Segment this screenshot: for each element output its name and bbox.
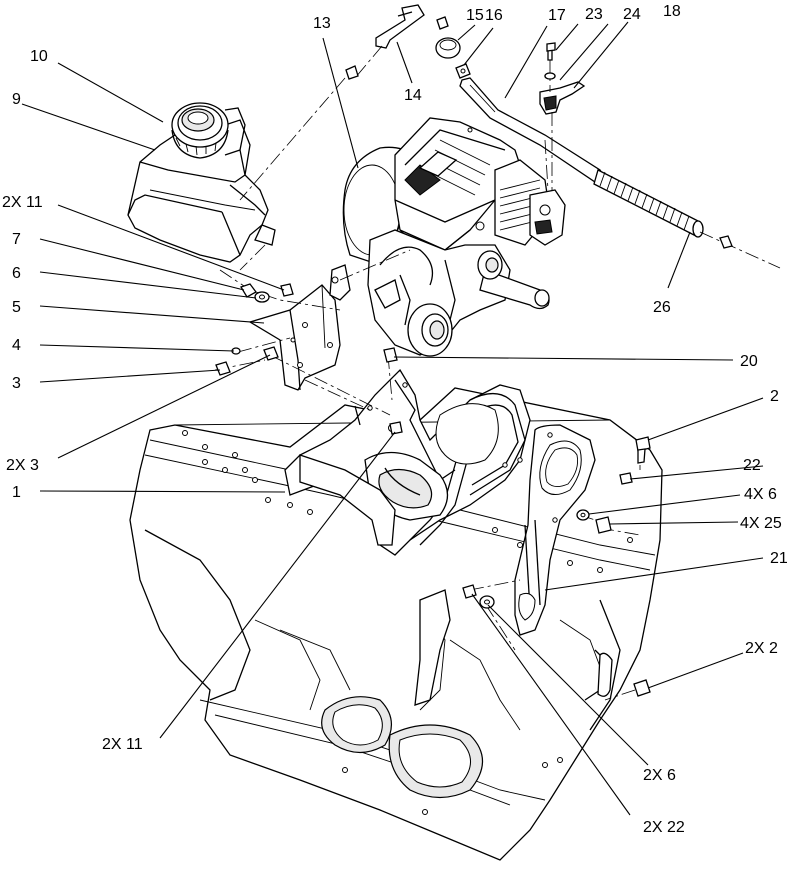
callout-labels: 10 9 2X 11 7 6 5 4 3 2X 3 1 2X 11 13 14 …: [2, 3, 788, 836]
fuel-tank-9: [127, 102, 276, 263]
fasteners: [215, 42, 651, 697]
callout-16: 16: [485, 7, 503, 24]
callout-4x6: 4X 6: [744, 486, 777, 503]
bolt-25-icon: [595, 516, 612, 534]
clamp-hardware: [345, 16, 471, 80]
crankshaft-pulley: [407, 250, 550, 357]
washer-24-icon: [544, 72, 556, 80]
callout-20: 20: [740, 353, 758, 370]
callout-15: 15: [466, 7, 484, 24]
housing-holes: [182, 430, 633, 573]
callout-2x11-upper: 2X 11: [2, 194, 43, 211]
callout-1: 1: [12, 484, 21, 501]
callout-2x11-lower: 2X 11: [102, 736, 143, 753]
side-plate-21: [514, 424, 596, 636]
callout-24: 24: [623, 6, 641, 23]
callout-9: 9: [12, 91, 21, 108]
spring-26: [593, 169, 781, 269]
callout-7: 7: [12, 231, 21, 248]
callout-2x6: 2X 6: [643, 767, 676, 784]
screw-20-icon: [383, 347, 398, 363]
callout-17: 17: [548, 7, 566, 24]
bracket-5: [248, 284, 341, 391]
bolt-2-icon: [635, 436, 651, 452]
callout-6: 6: [12, 265, 21, 282]
callout-2x2: 2X 2: [745, 640, 778, 657]
screw-23-icon: [546, 42, 556, 52]
callout-10: 10: [30, 48, 48, 65]
leader-lines: [21, 21, 764, 816]
callout-21: 21: [770, 550, 788, 567]
callout-5: 5: [12, 299, 21, 316]
fuel-line-14: [354, 4, 425, 79]
fuel-cap-10: [171, 102, 246, 159]
callout-2x22: 2X 22: [643, 819, 685, 836]
callout-23: 23: [585, 6, 603, 23]
nut-7-icon: [240, 283, 257, 298]
screw-11b-icon: [389, 421, 403, 435]
auger-openings: [321, 696, 483, 799]
callout-2x3: 2X 3: [6, 457, 39, 474]
callout-13: 13: [313, 15, 331, 32]
nut-3-icon: [215, 361, 231, 376]
callout-14: 14: [404, 87, 422, 104]
callout-22: 22: [743, 457, 761, 474]
nut-3b-icon: [263, 346, 279, 361]
callout-3: 3: [12, 375, 21, 392]
callout-18: 18: [663, 3, 681, 20]
nut-22-icon: [619, 472, 633, 485]
callout-26: 26: [653, 299, 671, 316]
callout-2: 2: [770, 388, 779, 405]
callout-4x25: 4X 25: [740, 515, 782, 532]
bolt-2x2-icon: [633, 679, 651, 697]
screw-11-icon: [280, 283, 294, 297]
engine-mount-frame: [284, 368, 531, 706]
engine-13: [329, 117, 566, 357]
callout-4: 4: [12, 337, 21, 354]
